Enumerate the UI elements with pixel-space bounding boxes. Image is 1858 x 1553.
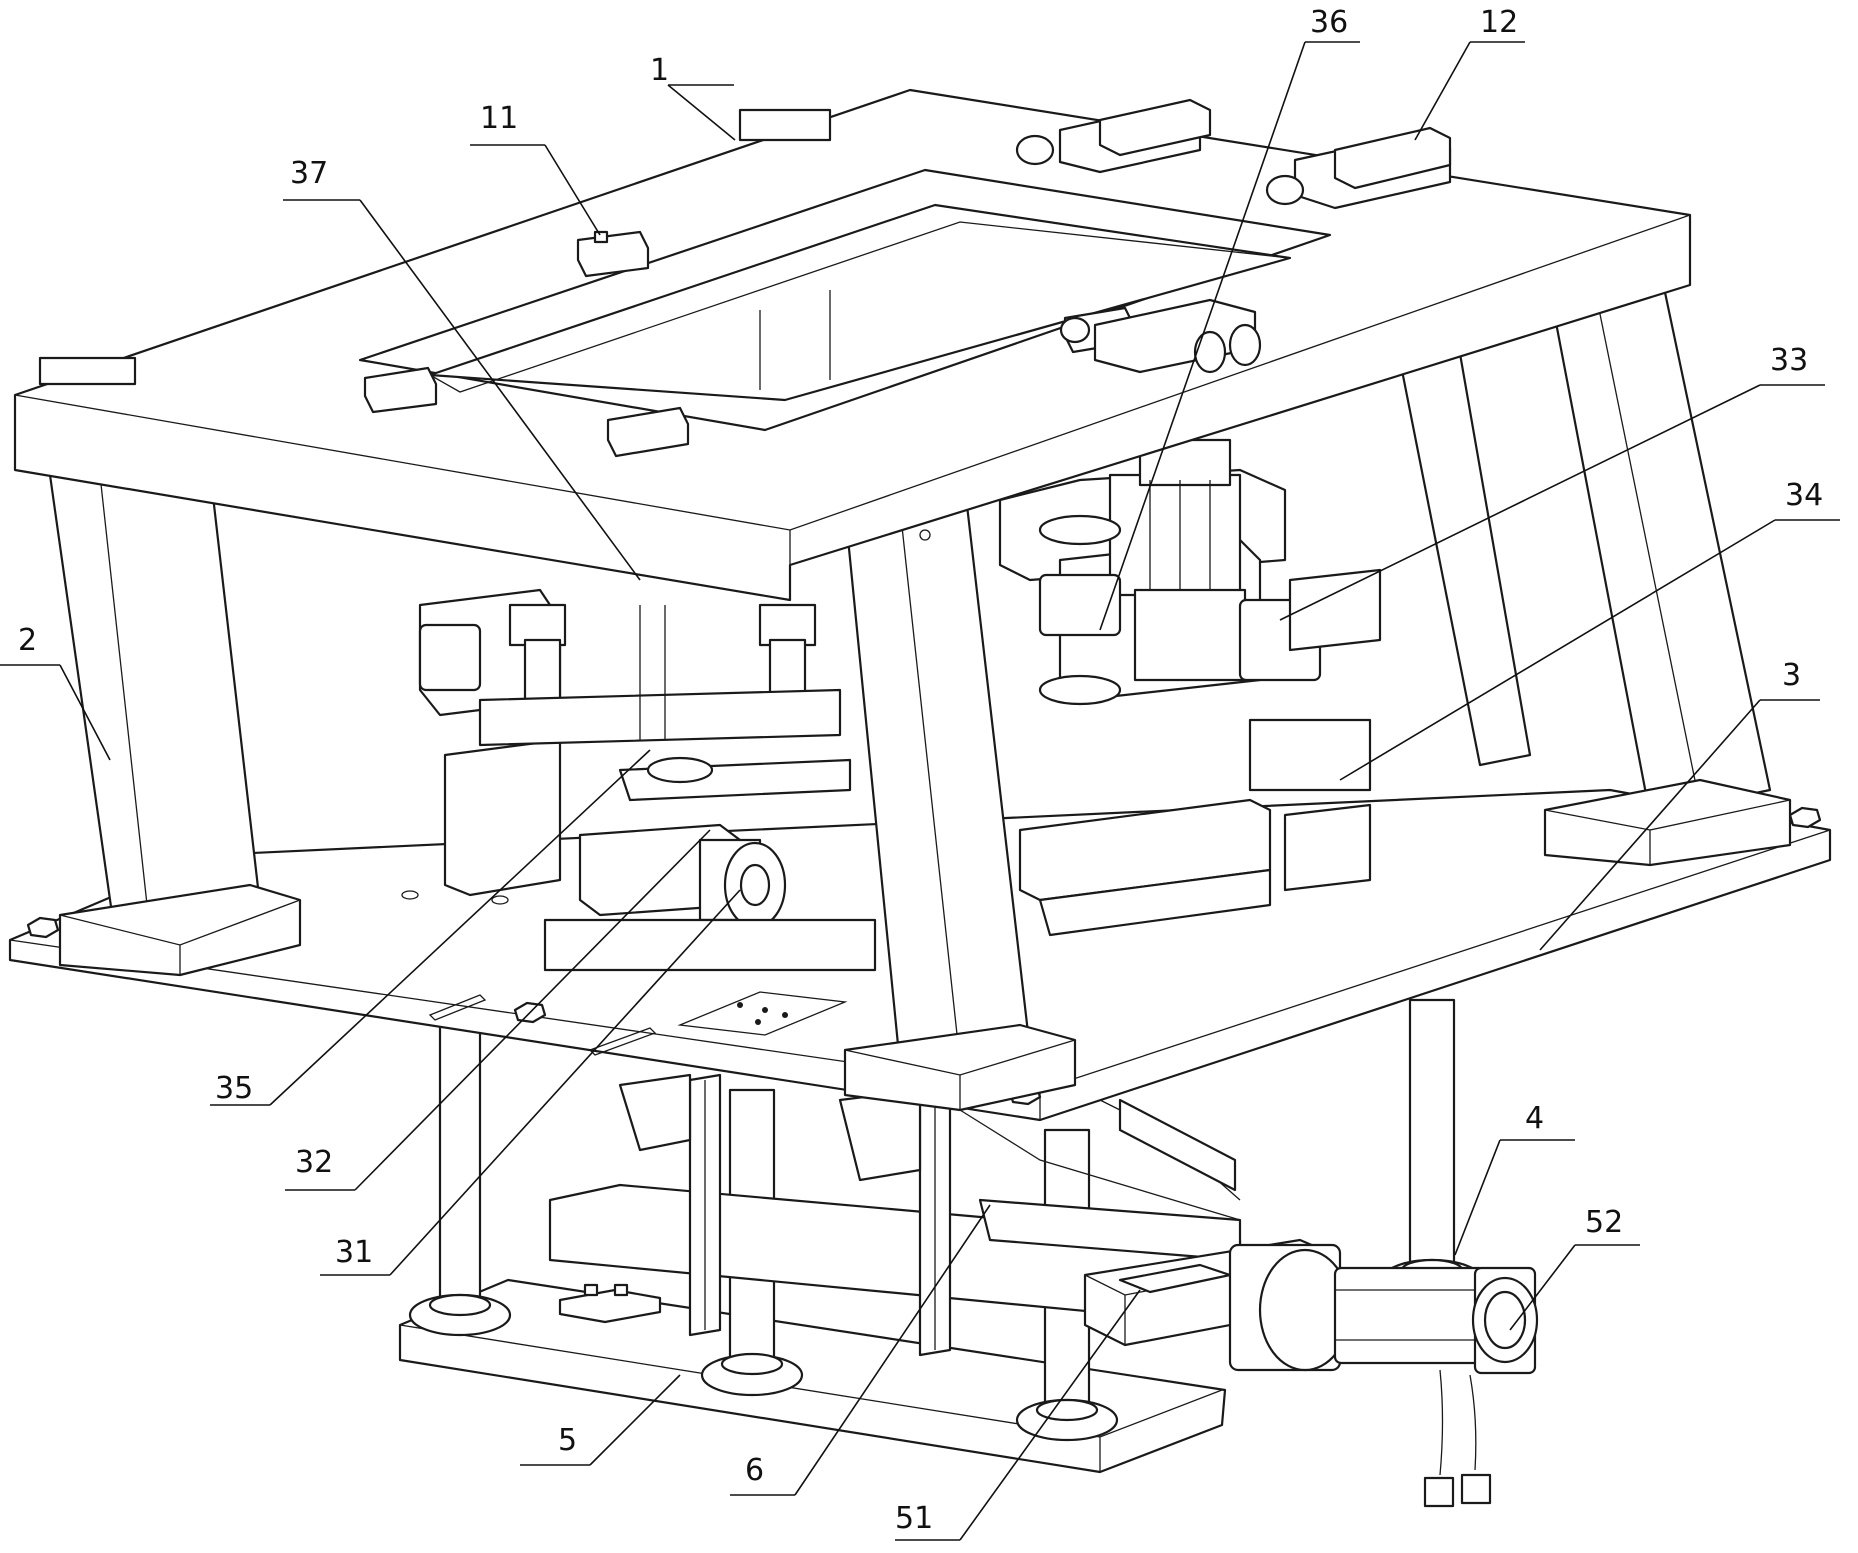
callout-37: 37 xyxy=(290,156,328,191)
callout-2: 2 xyxy=(18,623,37,658)
callout-6: 6 xyxy=(745,1453,764,1488)
callout-3: 3 xyxy=(1782,658,1801,693)
callout-1: 1 xyxy=(650,53,669,88)
callout-35: 35 xyxy=(215,1071,253,1106)
callout-36: 36 xyxy=(1310,5,1348,40)
callout-32: 32 xyxy=(295,1145,333,1180)
inner-mechanism-right xyxy=(1000,440,1380,935)
callout-5: 5 xyxy=(558,1423,577,1458)
callout-4: 4 xyxy=(1525,1101,1544,1136)
callout-52: 52 xyxy=(1585,1205,1623,1240)
callout-34: 34 xyxy=(1785,478,1823,513)
servo-motor xyxy=(1230,1245,1537,1506)
callout-31: 31 xyxy=(335,1235,373,1270)
callout-51: 51 xyxy=(895,1501,933,1536)
callout-12: 12 xyxy=(1480,5,1518,40)
callout-33: 33 xyxy=(1770,343,1808,378)
callout-11: 11 xyxy=(480,101,518,136)
